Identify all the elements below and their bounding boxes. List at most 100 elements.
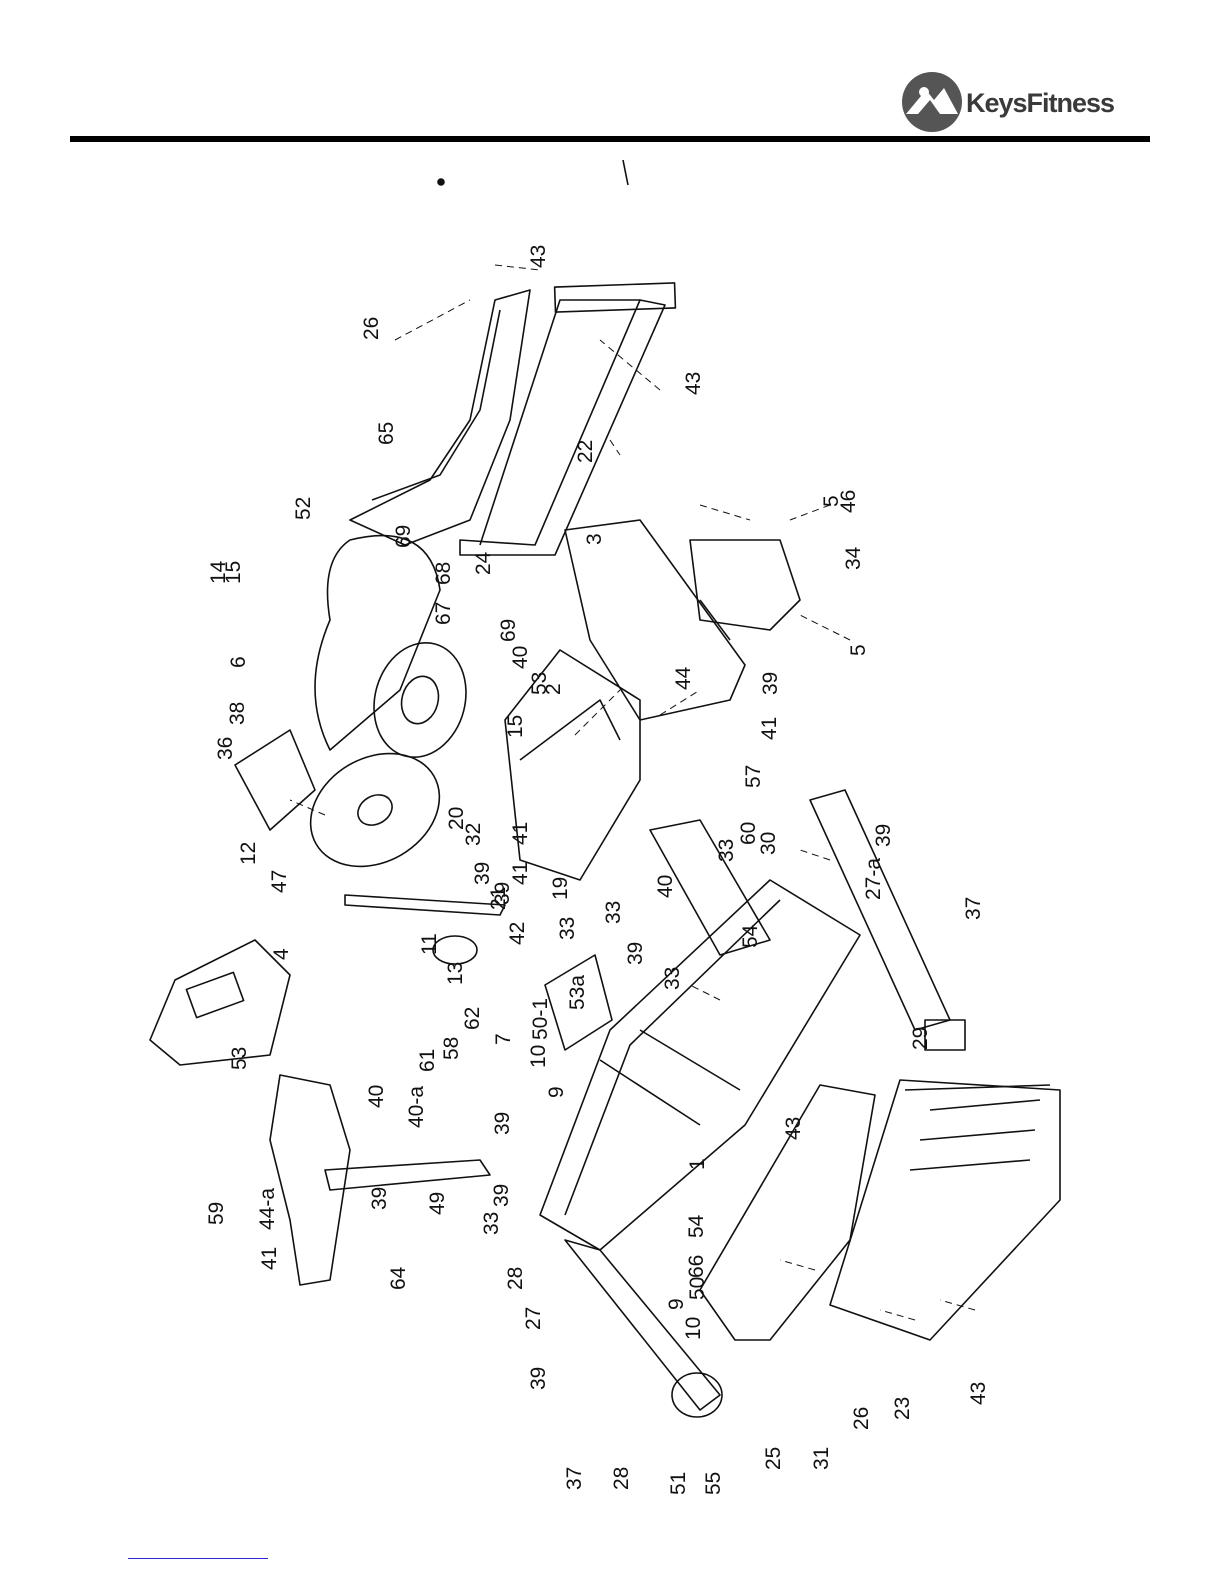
part-callout: 34 — [842, 546, 865, 570]
rear-pad — [555, 283, 676, 312]
part-callout: 39 — [490, 1184, 513, 1207]
part-callout: 43 — [527, 245, 550, 268]
part-callout: 40 — [509, 646, 532, 669]
part-callout: 36 — [214, 737, 237, 760]
part-callout: 37 — [962, 897, 985, 920]
part-callout: 42 — [506, 922, 529, 945]
part-callout: 62 — [461, 1007, 484, 1030]
part-callout: 44-a — [256, 1188, 279, 1230]
part-callout: 33 — [480, 1212, 503, 1235]
part-callout: 46 — [837, 490, 860, 513]
part-callout: 6 — [227, 656, 250, 668]
seat-back — [565, 520, 745, 720]
part-callout: 39 — [368, 1187, 391, 1210]
part-callout: 53a — [566, 975, 589, 1010]
part-callout: 30 — [757, 832, 780, 855]
part-callout: 11 — [418, 933, 441, 955]
part-callout: 33 — [602, 901, 625, 924]
part-callout: 54 — [739, 924, 762, 948]
part-callout: 27-a — [862, 858, 885, 900]
part-callout: 4 — [270, 948, 293, 960]
part-callout: 13 — [444, 962, 467, 985]
part-callout: 59 — [205, 1202, 228, 1225]
part-callout: 52 — [292, 497, 315, 520]
pedal-left — [235, 730, 315, 830]
part-callout: 10 — [682, 1317, 705, 1340]
part-callout: 60 — [737, 822, 760, 845]
part-callout: 21 — [487, 887, 510, 910]
part-callout: 39 — [759, 672, 782, 695]
part-callout: 40 — [365, 1085, 388, 1108]
part-callout: 26 — [850, 1407, 873, 1430]
part-callout: 39 — [491, 1112, 514, 1135]
part-callout: 7 — [492, 1033, 515, 1045]
part-callout: 1 — [686, 1158, 709, 1170]
part-callout: 67 — [432, 602, 455, 625]
part-callout: 50 — [686, 1277, 709, 1300]
part-callout: 39 — [872, 824, 895, 847]
rear-frame-panel — [460, 300, 665, 555]
part-callout: 39 — [471, 862, 494, 885]
part-callout: 37 — [563, 1467, 586, 1490]
part-callout: 41 — [258, 1247, 281, 1270]
main-frame — [540, 880, 860, 1250]
part-callout: 9 — [665, 1298, 688, 1310]
part-callout: 28 — [504, 1267, 527, 1290]
seat-bracket — [690, 540, 800, 630]
part-callout: 25 — [762, 1447, 785, 1470]
part-callout: 41 — [758, 717, 781, 740]
screw — [623, 160, 628, 185]
console-post — [325, 1160, 490, 1190]
part-callout: 15 — [222, 561, 245, 584]
part-callout: 22 — [574, 440, 597, 463]
part-callout: 26 — [360, 317, 383, 340]
part-callout: 44 — [672, 666, 695, 690]
part-callout: 12 — [237, 842, 260, 865]
part-callout: 33 — [715, 839, 738, 862]
part-callout: 39 — [624, 942, 647, 965]
part-callout: 41 — [509, 822, 532, 845]
part-callout: 69 — [392, 525, 415, 548]
part-callout: 40-a — [405, 1086, 428, 1128]
part-callout: 38 — [226, 702, 249, 725]
part-callout: 5 — [847, 644, 870, 656]
part-callout: 51 — [667, 1472, 690, 1495]
part-callout: 65 — [375, 422, 398, 445]
part-callout: 43 — [682, 372, 705, 395]
part-callout: 32 — [462, 823, 485, 846]
crank-arm — [345, 895, 505, 915]
part-callout: 41 — [509, 862, 532, 885]
part-callout: 69 — [497, 619, 520, 642]
part-callout: 55 — [702, 1472, 725, 1495]
part-callout: 3 — [583, 533, 606, 545]
front-cover — [830, 1080, 1060, 1340]
part-callout: 15 — [504, 715, 527, 738]
part-callout: 31 — [810, 1447, 833, 1470]
wheel-28 — [672, 1373, 722, 1417]
console — [150, 940, 290, 1065]
part-callout: 23 — [891, 1397, 914, 1420]
part-callout: 10 — [527, 1045, 550, 1068]
part-callout: 9 — [545, 1086, 568, 1098]
footer-link-underline — [128, 1558, 268, 1559]
part-callout: 50-1 — [529, 998, 552, 1040]
part-callout: 43 — [782, 1117, 805, 1140]
part-callout: 28 — [610, 1467, 633, 1490]
flywheel — [362, 632, 479, 767]
part-callout: 33 — [661, 967, 684, 990]
part-callout: 58 — [440, 1037, 463, 1060]
drive-pulley — [290, 731, 460, 889]
handlebar — [270, 1075, 350, 1285]
part-callout: 61 — [416, 1049, 439, 1072]
part-callout: 33 — [556, 917, 579, 940]
part-callout: 39 — [527, 1367, 550, 1390]
part-callout: 43 — [967, 1382, 990, 1405]
part-callout: 68 — [432, 562, 455, 585]
part-callout: 2 — [542, 683, 565, 695]
part-callout: 27 — [522, 1307, 545, 1330]
part-callout: 49 — [426, 1192, 449, 1215]
part-callout: 64 — [387, 1266, 410, 1290]
part-callout: 57 — [742, 765, 765, 788]
